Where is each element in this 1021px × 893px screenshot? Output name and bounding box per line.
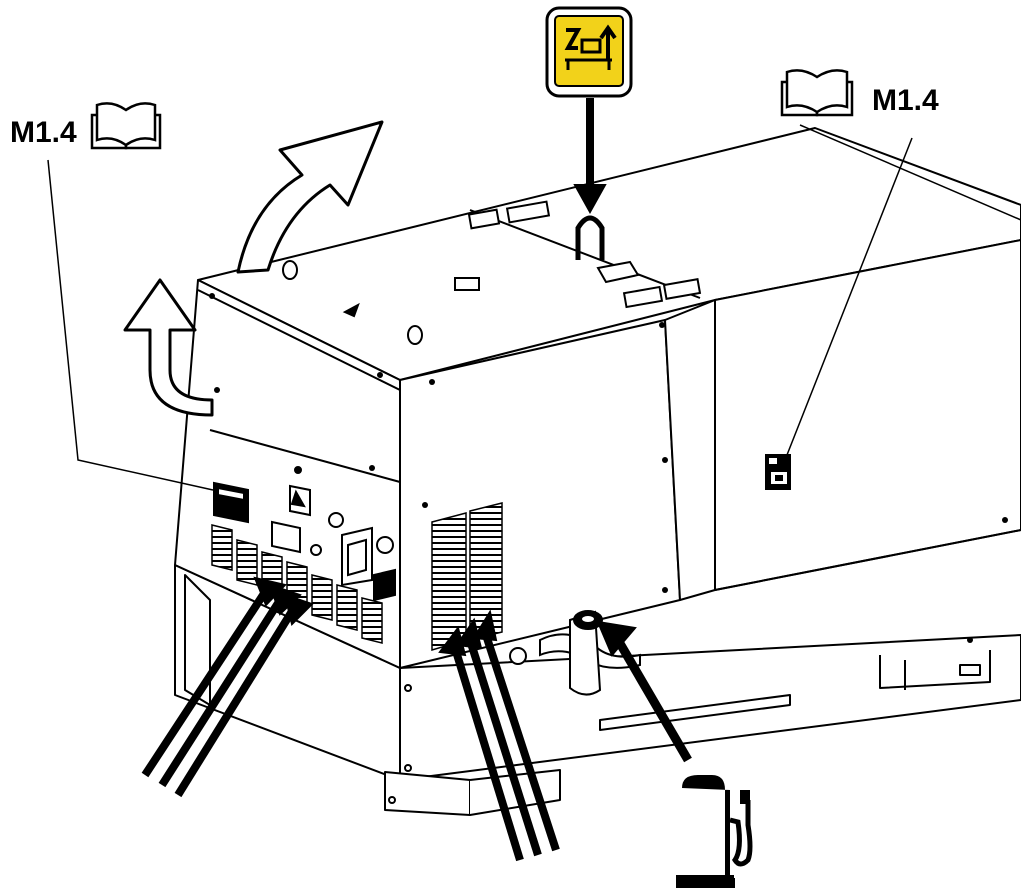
side-label-plate [765,454,791,490]
lift-point-arrow [573,98,607,215]
open-cover-arrow-small [123,278,214,417]
fuel-cap [509,610,641,696]
air-intake-arrows-front [438,609,560,862]
lifting-hook-warning-icon [545,6,633,98]
manual-reference-left: M1.4 [10,116,77,149]
open-cover-arrow-large [236,120,384,274]
front-air-grill [431,502,503,652]
manual-reference-right: M1.4 [872,84,939,117]
fuel-pump-icon [676,775,753,888]
leader-right-edge [799,124,1021,221]
air-intake-arrows-left [141,576,314,798]
control-panel [213,466,396,602]
top-details [282,200,702,345]
fuel-fill-arrow [596,620,692,763]
open-book-icon [90,102,162,150]
leader-lines [47,124,1021,491]
open-book-icon [780,69,854,117]
